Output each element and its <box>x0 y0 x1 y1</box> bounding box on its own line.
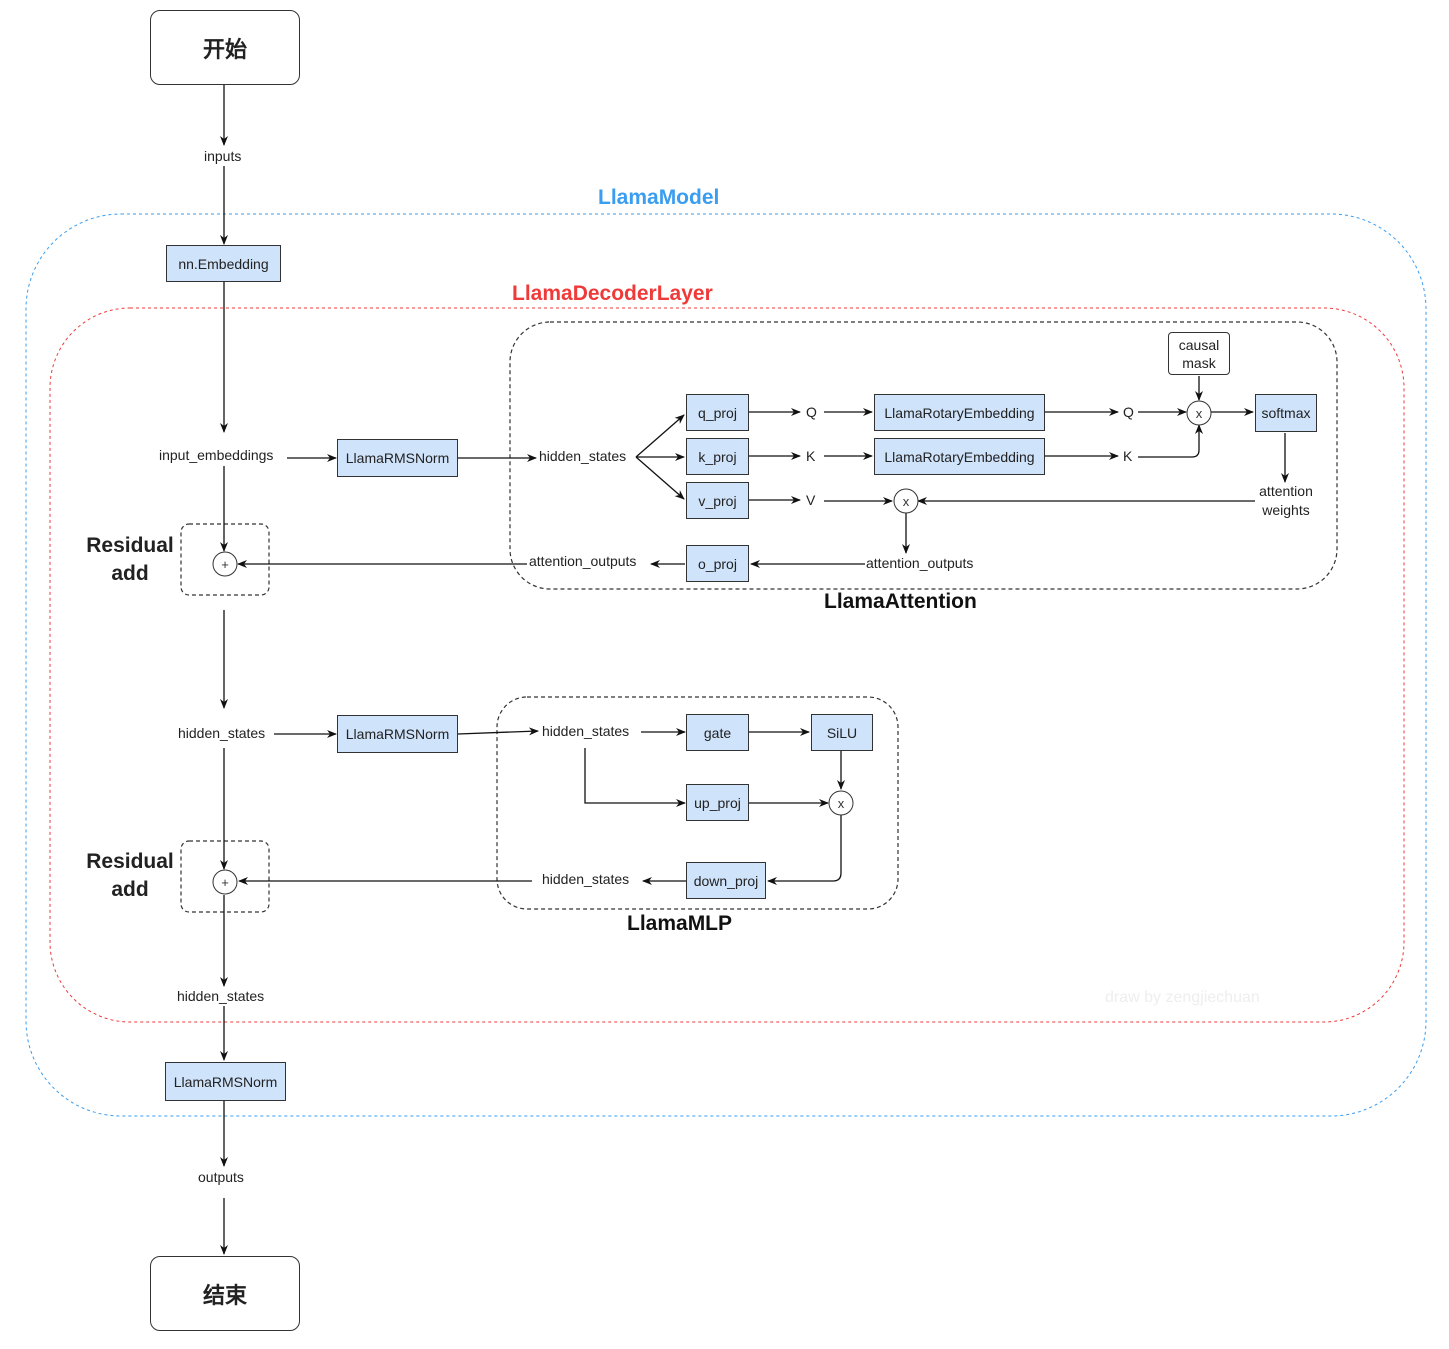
v-label: V <box>805 492 817 508</box>
k-proj-box: k_proj <box>686 438 749 475</box>
start-node: 开始 <box>150 10 300 85</box>
q-proj-box: q_proj <box>686 394 749 431</box>
matmul-qk-circle <box>1186 400 1212 426</box>
gate-box: gate <box>686 714 749 751</box>
silu-box: SiLU <box>811 714 873 751</box>
k-rotated-label: K <box>1122 448 1134 464</box>
residual-label-2: Residual add <box>80 848 180 904</box>
watermark-text: draw by zengjiechuan <box>1105 989 1260 1006</box>
residual-add-circle-1 <box>212 551 238 577</box>
mlp-title: LlamaMLP <box>627 912 733 935</box>
multiply-mlp-symbol: x <box>838 796 845 811</box>
edge-multiply-downproj <box>767 815 842 885</box>
hidden-states-out-label: hidden_states <box>176 988 266 1004</box>
rmsnorm-attn-box: LlamaRMSNorm <box>337 439 458 477</box>
rotary-q-box: LlamaRotaryEmbedding <box>874 394 1045 431</box>
edge-mlp-rmsnorm-hidden <box>457 727 539 736</box>
v-proj-box: v_proj <box>686 482 749 519</box>
residual-container-1 <box>180 523 270 596</box>
residual-label-1-line2: add <box>111 562 149 585</box>
attention-weights-line1: attention <box>1259 483 1313 499</box>
k-label: K <box>805 448 817 464</box>
mlp-hidden-in-label: hidden_states <box>541 723 631 739</box>
embedding-box: nn.Embedding <box>166 245 281 282</box>
residual-label-1-line1: Residual <box>86 534 174 557</box>
decoder-layer-title: LlamaDecoderLayer <box>512 282 713 305</box>
edge-hidden-upproj <box>584 748 686 807</box>
outputs-label: outputs <box>197 1169 245 1185</box>
end-node: 结束 <box>150 1256 300 1331</box>
causal-mask-box: causal mask <box>1168 332 1230 375</box>
q-label: Q <box>805 404 818 420</box>
o-proj-box: o_proj <box>686 545 749 582</box>
rmsnorm-mlp-box: LlamaRMSNorm <box>337 715 458 753</box>
residual-label-1: Residual add <box>80 532 180 588</box>
residual-add-symbol-1: + <box>221 557 229 572</box>
up-proj-box: up_proj <box>686 784 749 821</box>
residual-label-2-line1: Residual <box>86 850 174 873</box>
matmul-v-symbol: x <box>903 494 910 509</box>
softmax-box: softmax <box>1255 394 1317 432</box>
edge-k2-matmul <box>1138 424 1203 458</box>
decoder-layer-container <box>49 307 1405 1023</box>
matmul-qk-symbol: x <box>1196 406 1203 421</box>
input-embeddings-label: input_embeddings <box>158 447 275 463</box>
attention-container <box>509 321 1338 590</box>
edge-hidden-qproj <box>635 414 685 458</box>
mlp-hidden-out-label: hidden_states <box>541 871 631 887</box>
attention-title: LlamaAttention <box>824 590 977 613</box>
edge-hidden-vproj <box>635 456 685 500</box>
residual-label-2-line2: add <box>111 878 149 901</box>
residual-add-circle-2 <box>212 869 238 895</box>
attention-outputs-right-label: attention_outputs <box>865 555 975 571</box>
attn-hidden-states-label: hidden_states <box>538 448 628 464</box>
multiply-mlp-circle <box>828 790 854 816</box>
rotary-k-box: LlamaRotaryEmbedding <box>874 438 1045 475</box>
down-proj-box: down_proj <box>686 862 766 899</box>
attention-weights-label: attention weights <box>1255 483 1317 518</box>
mlp-container <box>496 696 899 910</box>
q-rotated-label: Q <box>1122 404 1135 420</box>
residual-container-2 <box>180 840 270 913</box>
rmsnorm-final-box: LlamaRMSNorm <box>165 1062 286 1101</box>
attention-weights-line2: weights <box>1262 502 1310 518</box>
causal-mask-line2: mask <box>1182 354 1216 371</box>
hidden-states-mid-label: hidden_states <box>177 725 267 741</box>
matmul-v-circle <box>893 488 919 514</box>
residual-add-symbol-2: + <box>221 875 229 890</box>
inputs-label: inputs <box>203 148 243 164</box>
attention-outputs-left-label: attention_outputs <box>528 553 638 569</box>
causal-mask-line1: causal <box>1178 336 1220 353</box>
llama-model-title: LlamaModel <box>598 186 720 209</box>
